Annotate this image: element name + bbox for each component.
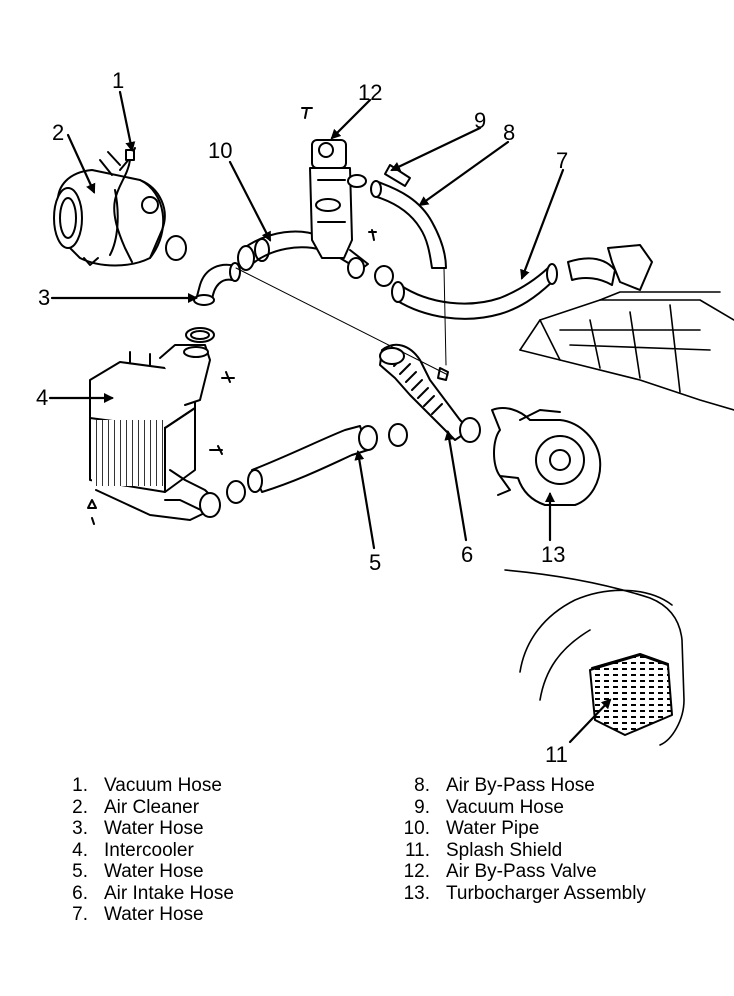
legend-item: 9. Vacuum Hose [400,797,646,819]
turbocharger-assembly-part [491,407,602,506]
callout-7: 7 [556,148,569,173]
callout-9: 9 [474,108,487,133]
alignment-line [443,267,447,366]
legend-right-column: 8. Air By-Pass Hose 9. Vacuum Hose 10. Wate… [400,775,646,904]
air-intake-hose-part [379,343,481,443]
legend-item: 2. Air Cleaner [68,797,234,819]
legend-number: 2. [72,796,88,818]
callout-5: 5 [369,550,382,575]
legend-label: Air Intake Hose [104,882,234,904]
legend-item: 7. Water Hose [68,904,234,926]
legend-label: Water Hose [104,861,204,882]
water-hose-3-part [185,262,241,343]
splash-shield-part [504,569,685,746]
engine-outline [519,291,734,411]
legend-label: Water Hose [104,818,204,839]
water-hose-5-part [247,423,408,493]
callout-12: 12 [358,80,383,105]
callout-8: 8 [503,120,516,145]
legend-item: 1. Vacuum Hose [68,775,234,797]
legend-number: 13. [403,882,430,904]
leader-lines [48,90,612,744]
callout-6: 6 [461,542,474,567]
intercooler-part [87,344,246,525]
legend-label: Air Cleaner [104,796,200,818]
legend-number: 3. [72,818,88,839]
legend-label: Vacuum Hose [446,796,564,818]
vacuum-hose-1-part [113,149,135,263]
legend-number: 8. [414,775,430,796]
legend-number: 11. [404,839,430,861]
alignment-line [235,267,449,376]
callout-4: 4 [36,385,49,410]
callout-3: 3 [38,285,51,310]
legend-label: Splash Shield [446,839,563,861]
legend-number: 4. [72,839,88,861]
callout-2: 2 [52,120,65,145]
legend-item: 11. Splash Shield [400,840,646,862]
legend-label: Air By-Pass Valve [446,861,597,882]
legend-item: 6. Air Intake Hose [68,883,234,905]
legend-number: 6. [72,882,88,904]
water-hose-7-part [391,244,653,320]
legend-item: 13. Turbocharger Assembly [400,883,646,905]
legend-item: 8. Air By-Pass Hose [400,775,646,797]
legend-label: Water Pipe [446,818,540,839]
legend-label: Air By-Pass Hose [446,775,595,796]
legend-item: 3. Water Hose [68,818,234,840]
legend-number: 12. [403,861,430,882]
legend-number: 10. [403,818,430,839]
callout-10: 10 [208,138,233,163]
legend-item: 5. Water Hose [68,861,234,883]
legend-label: Intercooler [104,839,194,861]
legend-item: 12. Air By-Pass Valve [400,861,646,883]
water-pipe-part [237,230,323,271]
air-cleaner-part [53,147,187,267]
legend-label: Vacuum Hose [104,775,222,796]
legend-number: 7. [72,904,88,925]
legend-number: 9. [414,796,430,818]
legend-number: 5. [72,861,88,882]
legend-label: Water Hose [104,904,204,925]
legend-item: 10. Water Pipe [400,818,646,840]
legend-label: Turbocharger Assembly [446,882,646,904]
legend-item: 4. Intercooler [68,840,234,862]
callout-11: 11 [545,742,568,767]
callout-1: 1 [112,68,125,93]
callout-13: 13 [541,542,566,567]
exploded-view-drawing [48,90,734,746]
legend-left-column: 1. Vacuum Hose 2. Air Cleaner 3. Water Hose… [68,775,234,926]
air-by-pass-valve-part [301,107,394,287]
legend-number: 1. [72,775,88,796]
